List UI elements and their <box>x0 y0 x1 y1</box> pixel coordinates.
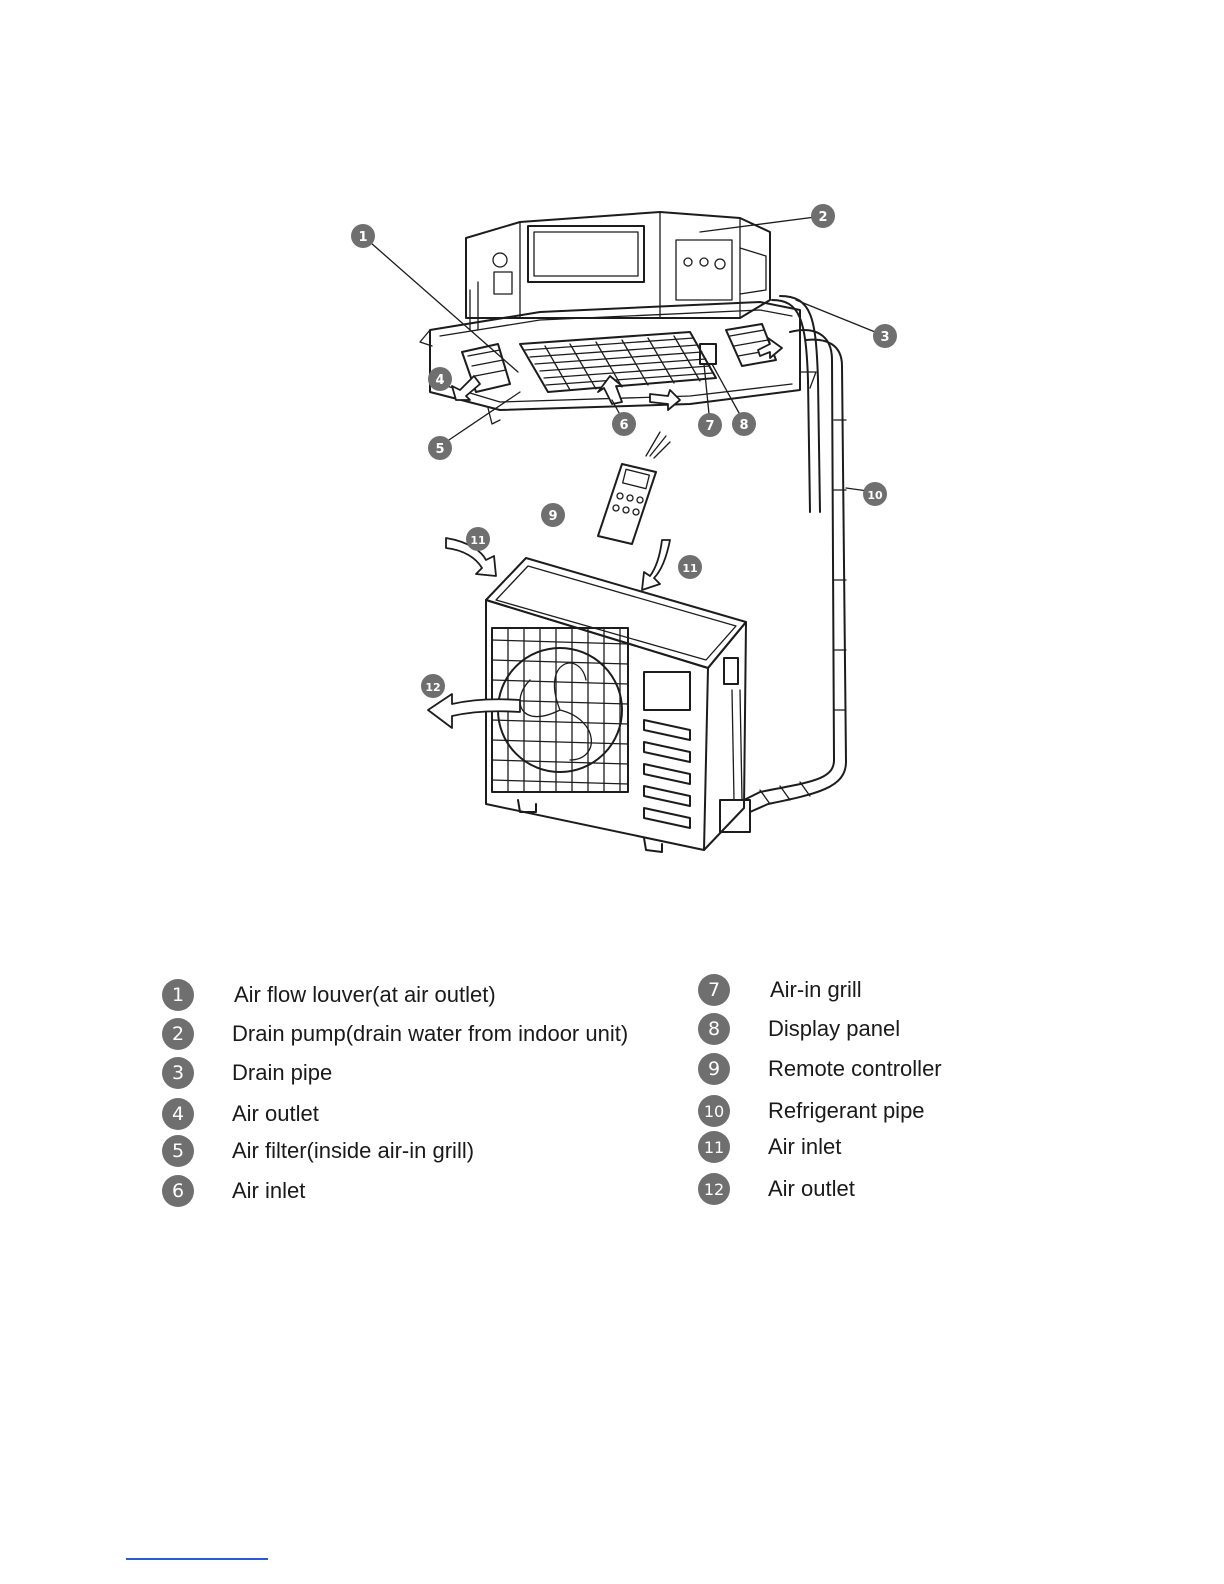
callout-9: 9 <box>541 503 565 527</box>
legend-item-4: 4 Air outlet <box>162 1097 319 1131</box>
legend-badge: 10 <box>698 1095 730 1127</box>
legend-label: Air inlet <box>232 1178 305 1204</box>
legend-badge: 5 <box>162 1135 194 1167</box>
legend-badge: 2 <box>162 1018 194 1050</box>
svg-text:6: 6 <box>619 418 628 433</box>
legend-label: Remote controller <box>768 1056 942 1082</box>
legend-label: Drain pipe <box>232 1060 332 1086</box>
callout-5: 5 <box>428 436 452 460</box>
callout-3: 3 <box>873 324 897 348</box>
legend-label: Air outlet <box>232 1101 319 1127</box>
legend-item-12: 12 Air outlet <box>698 1172 855 1206</box>
legend-label: Drain pump(drain water from indoor unit) <box>232 1021 628 1047</box>
callout-11-right: 11 <box>678 555 702 579</box>
callout-6: 6 <box>612 412 636 436</box>
legend-label: Display panel <box>768 1016 900 1042</box>
legend-badge: 7 <box>698 974 730 1006</box>
legend-badge: 12 <box>698 1173 730 1205</box>
legend-label: Air inlet <box>768 1134 841 1160</box>
callout-12: 12 <box>421 674 445 698</box>
legend-badge: 6 <box>162 1175 194 1207</box>
svg-text:7: 7 <box>705 419 714 434</box>
svg-text:12: 12 <box>425 681 440 694</box>
callout-4: 4 <box>428 367 452 391</box>
legend-badge: 11 <box>698 1131 730 1163</box>
svg-text:3: 3 <box>880 330 889 345</box>
legend-item-5: 5 Air filter(inside air-in grill) <box>162 1134 474 1168</box>
legend-item-1: 1 Air flow louver(at air outlet) <box>162 978 496 1012</box>
svg-text:10: 10 <box>867 489 883 502</box>
legend-badge: 4 <box>162 1098 194 1130</box>
svg-text:5: 5 <box>435 442 444 457</box>
legend-label: Air flow louver(at air outlet) <box>234 982 496 1008</box>
legend-item-9: 9 Remote controller <box>698 1052 942 1086</box>
legend-item-7: 7 Air-in grill <box>698 973 862 1007</box>
legend-badge: 3 <box>162 1057 194 1089</box>
svg-text:2: 2 <box>818 210 827 225</box>
callout-1: 1 <box>351 224 375 248</box>
footer-rule <box>126 1558 268 1560</box>
outdoor-unit <box>486 558 750 852</box>
legend-item-10: 10 Refrigerant pipe <box>698 1094 925 1128</box>
callout-8: 8 <box>732 412 756 436</box>
legend-item-6: 6 Air inlet <box>162 1174 305 1208</box>
air-conditioner-diagram: 1 2 3 4 5 6 7 8 9 10 11 11 12 <box>0 0 1224 900</box>
callout-11-left: 11 <box>466 527 490 551</box>
legend-item-11: 11 Air inlet <box>698 1130 841 1164</box>
legend-badge: 9 <box>698 1053 730 1085</box>
legend-item-8: 8 Display panel <box>698 1012 900 1046</box>
legend-item-2: 2 Drain pump(drain water from indoor uni… <box>162 1017 628 1051</box>
legend-badge: 1 <box>162 979 194 1011</box>
legend-badge: 8 <box>698 1013 730 1045</box>
svg-text:1: 1 <box>358 230 367 245</box>
refrigerant-pipe-line <box>744 296 846 812</box>
svg-text:11: 11 <box>682 562 697 575</box>
legend-item-3: 3 Drain pipe <box>162 1056 332 1090</box>
callout-7: 7 <box>698 413 722 437</box>
svg-text:11: 11 <box>470 534 485 547</box>
svg-text:8: 8 <box>739 418 748 433</box>
legend-label: Air-in grill <box>770 977 862 1003</box>
legend-label: Refrigerant pipe <box>768 1098 925 1124</box>
svg-text:4: 4 <box>435 373 444 388</box>
svg-text:9: 9 <box>548 509 557 524</box>
legend-label: Air filter(inside air-in grill) <box>232 1138 474 1164</box>
legend-label: Air outlet <box>768 1176 855 1202</box>
remote-controller <box>598 432 670 544</box>
callout-10: 10 <box>863 482 887 506</box>
callout-2: 2 <box>811 204 835 228</box>
